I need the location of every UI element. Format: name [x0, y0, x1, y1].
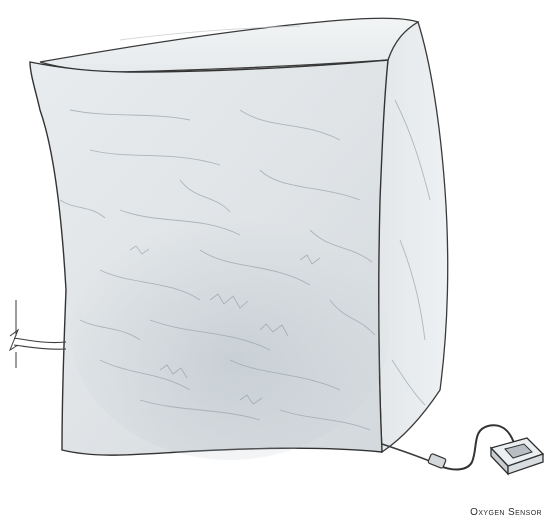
inlet-tube — [10, 300, 66, 368]
oxygen-sensor-device — [491, 438, 543, 474]
oxygen-sensor-label: Oxygen Sensor — [470, 507, 542, 518]
bag-side-face — [379, 22, 448, 452]
cable-connector — [428, 453, 447, 468]
